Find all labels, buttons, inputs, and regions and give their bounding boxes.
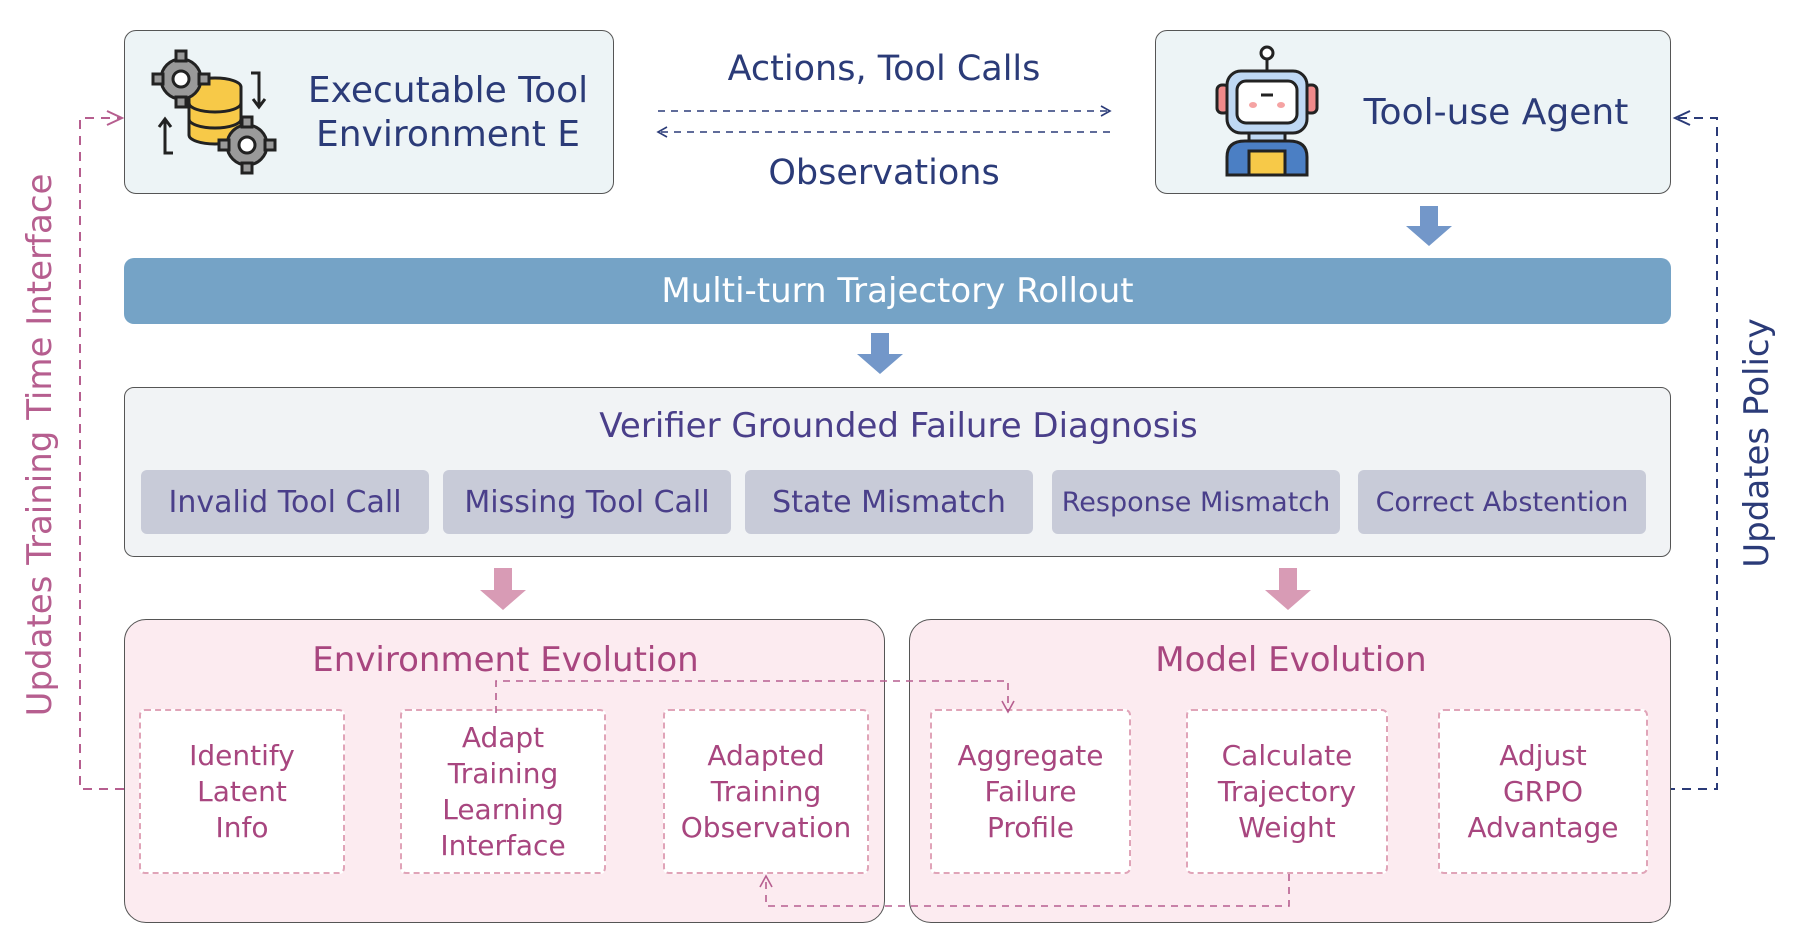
- agent-to-rollout-arrow: [1406, 206, 1452, 246]
- environment-evolution-title: Environment Evolution: [312, 640, 699, 680]
- actions-label: Actions, Tool Calls: [727, 49, 1041, 89]
- environment-label: Executable Tool Environment E: [307, 70, 589, 155]
- diagnosis-to-model-arrow: [1265, 568, 1311, 610]
- failure-diagnosis-panel: Verifier Grounded Failure Diagnosis Inva…: [124, 387, 1671, 557]
- category-missing-tool-call: Missing Tool Call: [443, 470, 731, 534]
- category-correct-abstention: Correct Abstention: [1358, 470, 1646, 534]
- diagnosis-to-env-arrow: [480, 568, 526, 610]
- environment-box: Executable Tool Environment E: [124, 30, 614, 194]
- left-feedback-line: [79, 110, 125, 790]
- step-adapt-training-interface: Adapt Training Learning Interface: [400, 709, 606, 874]
- category-response-mismatch: Response Mismatch: [1052, 470, 1340, 534]
- right-feedback-line: [1650, 110, 1718, 790]
- diagnosis-title: Verifier Grounded Failure Diagnosis: [599, 406, 1198, 446]
- robot-icon: [1211, 45, 1323, 177]
- category-invalid-tool-call: Invalid Tool Call: [141, 470, 429, 534]
- step-calculate-trajectory-weight: Calculate Trajectory Weight: [1186, 709, 1388, 874]
- step-adapted-training-observation: Adapted Training Observation: [663, 709, 869, 874]
- step-adjust-grpo-advantage: Adjust GRPO Advantage: [1438, 709, 1648, 874]
- step-aggregate-failure-profile: Aggregate Failure Profile: [930, 709, 1131, 874]
- rollout-to-diagnosis-arrow: [857, 333, 903, 374]
- model-evolution-title: Model Evolution: [1155, 640, 1427, 680]
- category-state-mismatch: State Mismatch: [745, 470, 1033, 534]
- updates-policy-label: Updates Policy: [1737, 318, 1777, 568]
- trajectory-rollout-bar: Multi-turn Trajectory Rollout: [124, 258, 1671, 324]
- agent-label: Tool-use Agent: [1363, 92, 1629, 133]
- step-identify-latent-info: Identify Latent Info: [139, 709, 345, 874]
- gears-database-icon: [151, 49, 279, 177]
- observations-label: Observations: [768, 153, 1000, 193]
- updates-interface-label: Updates Training Time Interface: [20, 173, 60, 717]
- agent-box: Tool-use Agent: [1155, 30, 1671, 194]
